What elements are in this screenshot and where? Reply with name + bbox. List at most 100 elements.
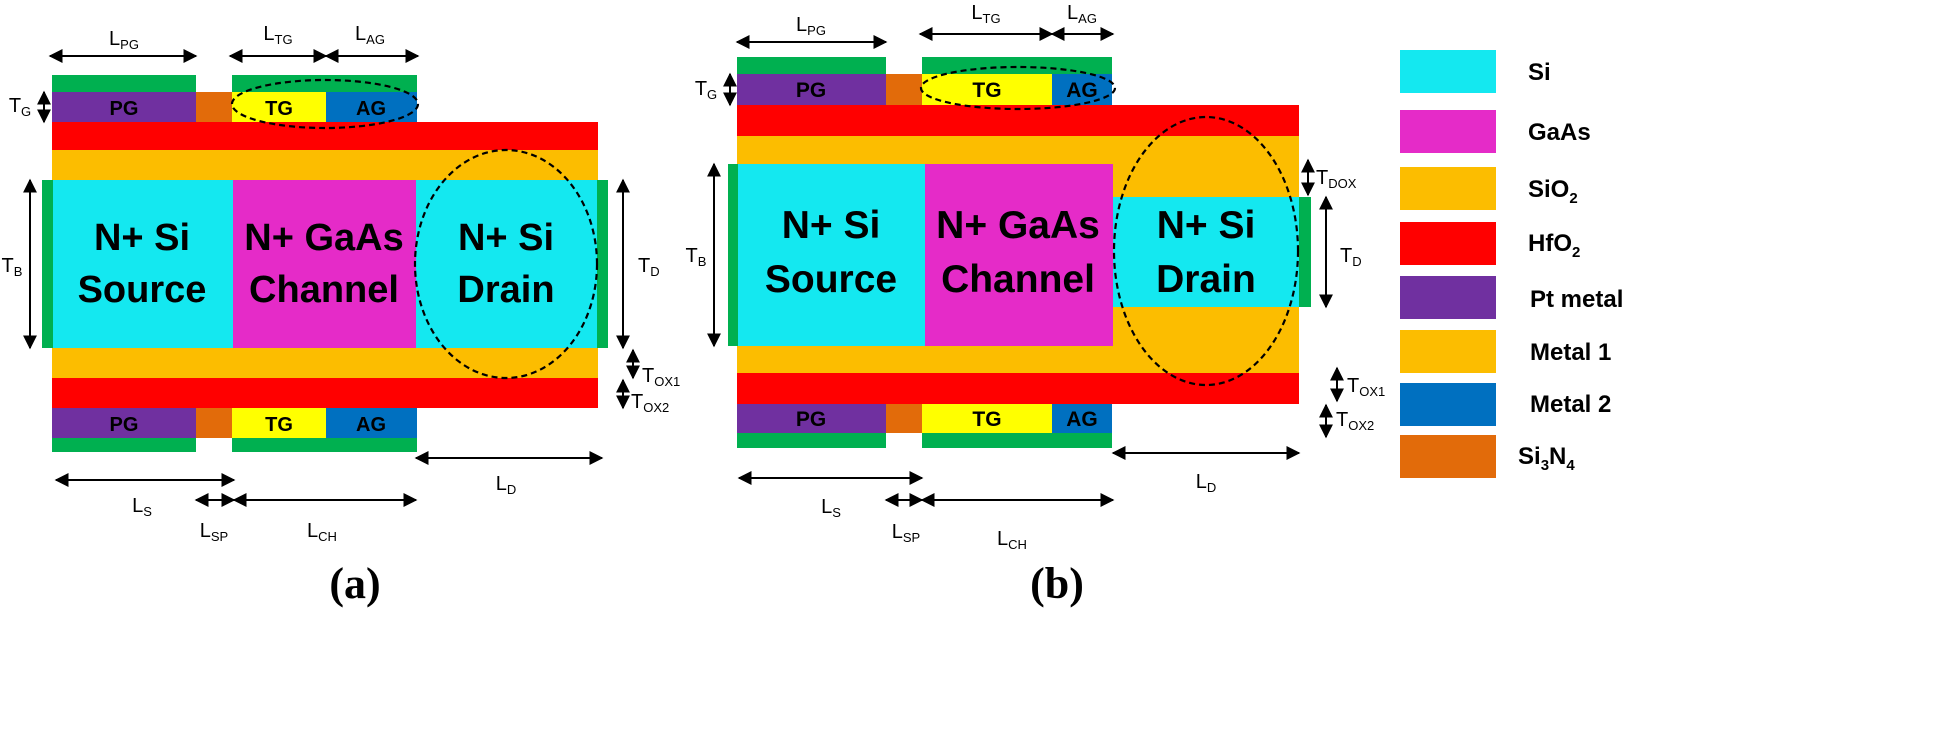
legend: Si GaAs SiO2 HfO2 Pt metal Metal 1 Metal…: [1400, 50, 1623, 478]
b-bot-tg: [922, 404, 1052, 433]
a-bot-ag-label: AG: [356, 414, 386, 436]
b-gate-ellipse: [919, 65, 1117, 111]
a-bot-ag: [326, 408, 417, 438]
a-channel: [233, 180, 416, 348]
a-bot-spacer: [196, 408, 232, 438]
b-ld-label: LD: [1196, 471, 1217, 495]
a-channel-label-1: N+ GaAs: [244, 217, 403, 259]
b-bot-spacer: [886, 404, 922, 433]
legend-label-sio2: SiO2: [1528, 176, 1578, 207]
b-drain-contact: [1299, 197, 1311, 307]
b-source-label-1: N+ Si: [782, 204, 881, 247]
legend-swatch-hfo2: [1400, 222, 1496, 265]
b-source: [737, 164, 925, 346]
b-ls-label: LS: [821, 496, 841, 520]
b-top-pg: [737, 74, 886, 105]
panel-a: PG TG AG PG TG AG N+ Si Source N+ GaAs C…: [2, 23, 681, 608]
b-source-contact: [728, 164, 738, 346]
b-bot-tg-label: TG: [972, 408, 1001, 431]
a-bot-tg: [232, 408, 326, 438]
b-lag-label: LAG: [1067, 2, 1097, 26]
a-source-contact: [42, 180, 53, 348]
b-ltg-label: LTG: [971, 2, 1000, 26]
a-drain-label-1: N+ Si: [458, 217, 554, 259]
b-lch-label: LCH: [997, 528, 1027, 552]
a-bot-pg-contact: [52, 438, 196, 452]
b-drain: [1113, 197, 1299, 307]
b-source-label-2: Source: [765, 258, 897, 301]
a-tox2-label: TOX2: [631, 391, 669, 415]
a-td-label: TD: [638, 255, 660, 279]
legend-label-si3n4: Si3N4: [1518, 443, 1575, 474]
b-lpg-label: LPG: [796, 14, 826, 38]
b-top-pg-label: PG: [796, 79, 826, 102]
a-tb-label: TB: [2, 255, 23, 279]
b-bot-pg: [737, 404, 886, 433]
a-drain: [416, 180, 598, 348]
b-bot-pg-label: PG: [796, 408, 826, 431]
b-drain-ellipse: [1112, 115, 1300, 387]
a-bot-sio2: [52, 348, 598, 378]
a-top-hfo2: [52, 122, 598, 150]
b-bot-pg-contact: [737, 433, 886, 448]
b-top-tg: [922, 74, 1052, 105]
legend-swatch-si3n4: [1400, 435, 1496, 478]
a-source-label-1: N+ Si: [94, 217, 190, 259]
a-top-pg-label: PG: [110, 98, 139, 120]
b-channel: [925, 164, 1113, 346]
a-lch-label: LCH: [307, 520, 337, 544]
b-channel-label-1: N+ GaAs: [936, 204, 1100, 247]
a-caption: (a): [329, 559, 380, 608]
b-top-ag: [1052, 74, 1112, 105]
b-drain-label-1: N+ Si: [1157, 204, 1256, 247]
legend-label-hfo2: HfO2: [1528, 230, 1580, 261]
a-source-label-2: Source: [78, 269, 207, 311]
b-tox2-label: TOX2: [1336, 409, 1374, 433]
b-drain-label-2: Drain: [1156, 258, 1256, 301]
a-top-sio2: [52, 150, 598, 180]
a-ld-label: LD: [496, 473, 517, 497]
a-ls-label: LS: [132, 495, 152, 519]
b-top-tg-label: TG: [972, 79, 1001, 102]
legend-swatch-metal2: [1400, 383, 1496, 426]
b-bot-hfo2: [737, 373, 1299, 404]
b-caption: (b): [1030, 559, 1084, 608]
a-lpg-label: LPG: [109, 28, 139, 52]
a-tox1-label: TOX1: [642, 365, 680, 389]
a-drain-contact: [597, 180, 608, 348]
b-top-pg-contact: [737, 57, 886, 75]
legend-swatch-sio2: [1400, 167, 1496, 210]
a-drain-label-2: Drain: [457, 269, 554, 311]
a-bot-pg: [52, 408, 196, 438]
a-ltg-label: LTG: [263, 23, 292, 47]
legend-label-metal1: Metal 1: [1530, 339, 1611, 366]
a-top-spacer: [196, 92, 232, 122]
a-top-tgag-contact: [232, 75, 417, 93]
legend-label-metal2: Metal 2: [1530, 391, 1611, 418]
legend-swatch-metal1: [1400, 330, 1496, 373]
b-bot-ag: [1052, 404, 1112, 433]
legend-swatch-gaas: [1400, 110, 1496, 153]
b-bot-ag-label: AG: [1066, 408, 1098, 431]
a-top-tg: [232, 92, 326, 122]
legend-label-pt: Pt metal: [1530, 286, 1623, 313]
a-tg-label: TG: [9, 95, 31, 119]
b-tox1-label: TOX1: [1347, 375, 1385, 399]
a-source: [52, 180, 233, 348]
b-tdox-label: TDOX: [1316, 167, 1357, 191]
a-bot-pg-label: PG: [110, 414, 139, 436]
a-top-pg-contact: [52, 75, 196, 93]
a-top-pg: [52, 92, 196, 122]
a-lag-label: LAG: [355, 23, 385, 47]
legend-swatch-pt: [1400, 276, 1496, 319]
b-top-spacer: [886, 74, 922, 105]
b-tg-label: TG: [695, 78, 717, 102]
a-gate-ellipse: [230, 78, 420, 130]
a-lsp-label: LSP: [200, 520, 228, 544]
b-top-ag-label: AG: [1066, 79, 1098, 102]
b-lsp-label: LSP: [892, 521, 920, 545]
b-tb-label: TB: [686, 245, 707, 269]
a-top-ag-label: AG: [356, 98, 386, 120]
b-td-label: TD: [1340, 245, 1362, 269]
